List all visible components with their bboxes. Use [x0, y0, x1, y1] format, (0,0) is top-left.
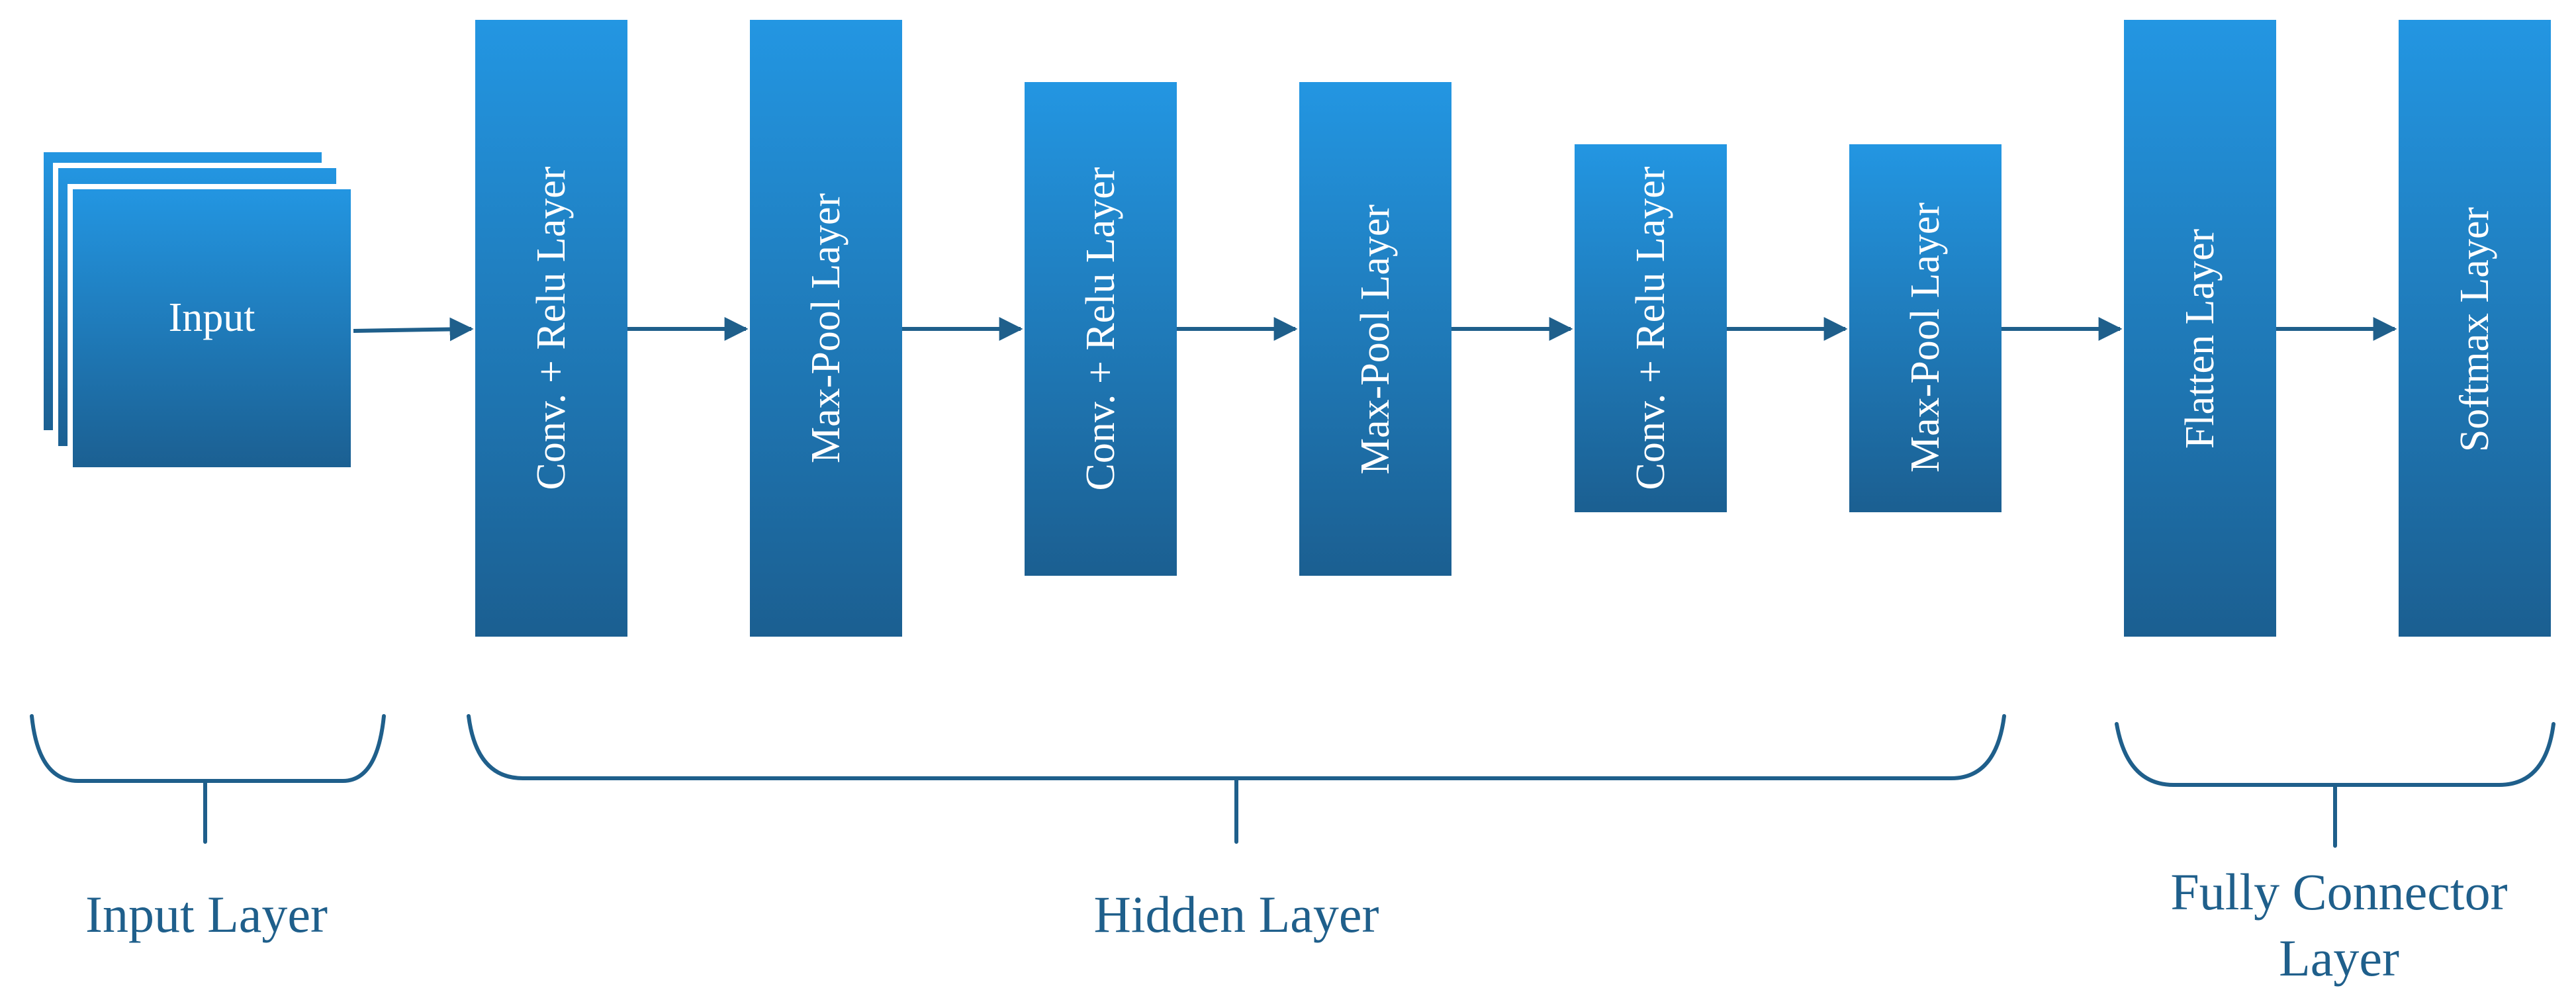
block-pool1: Max-Pool Layer: [750, 20, 902, 637]
block-conv3: Conv. + Relu Layer: [1575, 144, 1727, 512]
block-softmax-rect: [2399, 20, 2551, 637]
block-softmax-label: Softmax Layer: [2452, 207, 2497, 453]
block-conv3-label: Conv. + Relu Layer: [1628, 166, 1673, 490]
block-conv1-rect: [475, 20, 627, 637]
block-pool2-rect: [1299, 82, 1451, 576]
block-pool1-rect: [750, 20, 902, 637]
block-pool2-label: Max-Pool Layer: [1353, 204, 1398, 475]
fully-connected-label-line1: Fully Connector: [2170, 863, 2507, 921]
block-conv1: Conv. + Relu Layer: [475, 20, 627, 637]
block-pool1-label: Max-Pool Layer: [804, 193, 849, 463]
block-conv2-rect: [1025, 82, 1177, 576]
block-pool3: Max-Pool Layer: [1849, 144, 2001, 512]
block-pool2: Max-Pool Layer: [1299, 82, 1451, 576]
input-label: Input: [169, 295, 255, 340]
arrow-input-to-conv1: [353, 317, 474, 341]
input-layer-brace: [30, 714, 386, 844]
block-flatten-rect: [2124, 20, 2276, 637]
block-conv2: Conv. + Relu Layer: [1025, 82, 1177, 576]
hidden-layer-label: Hidden Layer: [1094, 885, 1379, 943]
fully-connected-brace: [2115, 722, 2555, 848]
block-conv1-label: Conv. + Relu Layer: [529, 166, 574, 490]
block-pool3-rect: [1849, 144, 2001, 512]
block-flatten-label: Flatten Layer: [2178, 229, 2223, 449]
block-flatten: Flatten Layer: [2124, 20, 2276, 637]
block-pool3-label: Max-Pool Layer: [1903, 203, 1948, 473]
block-conv3-rect: [1575, 144, 1727, 512]
input-layer-label: Input Layer: [85, 885, 328, 943]
group-braces: [30, 714, 2555, 848]
hidden-layer-brace: [467, 714, 2006, 844]
input-stack: Input: [38, 147, 356, 473]
block-conv2-label: Conv. + Relu Layer: [1078, 167, 1123, 490]
fully-connected-label-line2: Layer: [2279, 929, 2399, 987]
block-softmax: Softmax Layer: [2399, 20, 2551, 637]
flow-arrows: [353, 317, 2397, 341]
input-card-front: [68, 184, 356, 473]
